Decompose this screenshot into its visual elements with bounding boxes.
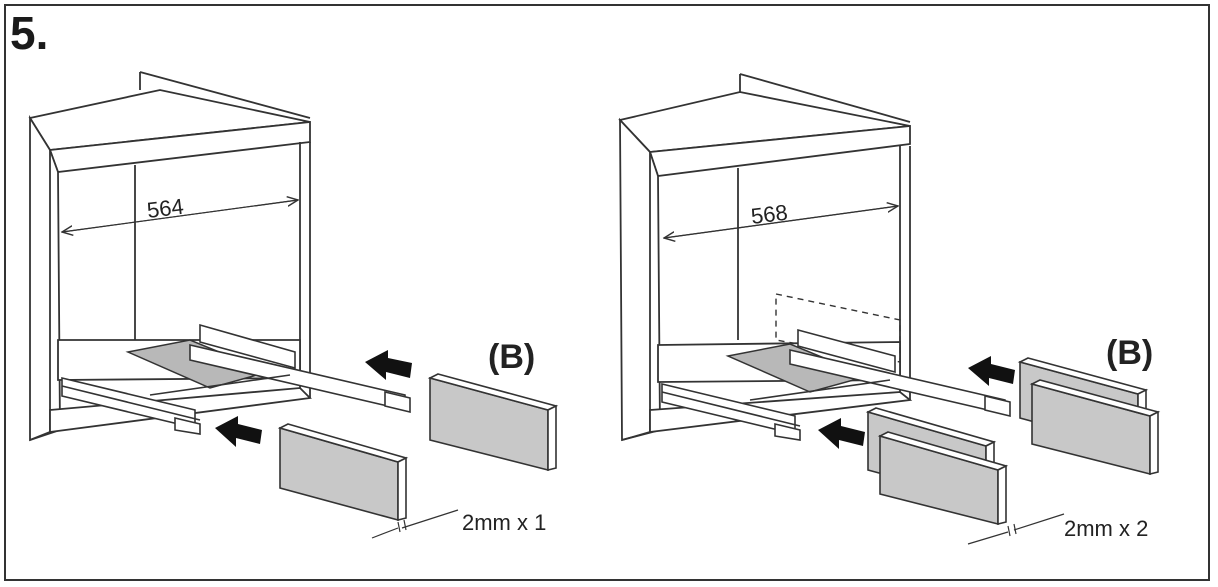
right-arrows (818, 356, 1015, 449)
step-number: 5. (10, 7, 49, 59)
right-width-label: 568 (750, 200, 789, 229)
left-arrows (215, 350, 412, 447)
left-spacer-annotation (371, 509, 459, 539)
left-spacer-note: 2mm x 1 (462, 510, 546, 535)
arrow-lower-left (215, 416, 262, 447)
right-dashed-outline (775, 293, 901, 363)
right-runner-rails (661, 328, 1011, 441)
arrow-upper-right (968, 356, 1015, 386)
right-spacer-note: 2mm x 2 (1064, 516, 1148, 541)
right-width-dimension: 568 (664, 200, 898, 238)
left-width-dimension: 564 (62, 194, 298, 232)
left-width-label: 564 (146, 194, 185, 223)
right-front-panels (865, 357, 1161, 526)
right-part-label: (B) (1106, 334, 1153, 372)
left-runner-rails (61, 323, 411, 435)
arrow-upper-left (365, 350, 412, 380)
right-spacer-annotation (967, 513, 1065, 545)
left-part-label: (B) (488, 338, 535, 376)
arrow-lower-right (818, 418, 865, 449)
left-front-panels (277, 373, 559, 522)
diagram-frame (4, 4, 1210, 581)
left-cabinet (28, 71, 312, 442)
